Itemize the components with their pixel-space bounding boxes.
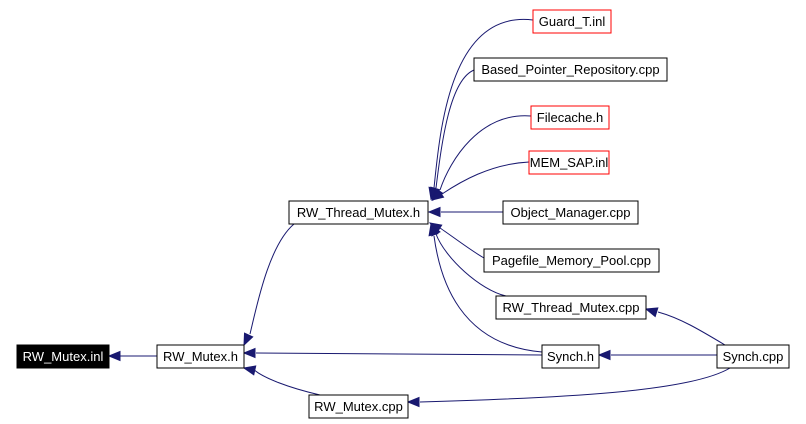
edge-object-manager-cpp-to-rw-thread-mutex-h — [427, 206, 503, 218]
edge-line — [439, 115, 532, 191]
edge-line — [255, 352, 543, 356]
node-box[interactable] — [541, 344, 600, 369]
node-rw-mutex-cpp[interactable]: RW_Mutex.cpp — [308, 394, 409, 419]
node-box[interactable] — [473, 57, 668, 82]
node-synch-h[interactable]: Synch.h — [541, 344, 600, 369]
edge-arrowhead — [428, 222, 439, 237]
edge-arrowhead — [242, 365, 257, 376]
node-label[interactable]: Based_Pointer_Repository.cpp — [481, 62, 659, 77]
node-label[interactable]: RW_Thread_Mutex.cpp — [502, 300, 639, 315]
node-box[interactable] — [156, 344, 245, 369]
edge-synch-cpp-to-synch-h — [597, 349, 717, 361]
node-label[interactable]: Object_Manager.cpp — [511, 205, 631, 220]
node-rw-thread-mutex-h[interactable]: RW_Thread_Mutex.h — [288, 200, 429, 225]
node-box[interactable] — [495, 295, 647, 320]
edge-rw-thread-mutex-h-to-rw-mutex-h — [243, 223, 295, 347]
edge-arrowhead — [597, 349, 611, 361]
edge-arrowhead — [427, 206, 441, 218]
edge-line — [441, 161, 530, 195]
edge-synch-h-to-rw-mutex-h — [242, 347, 543, 359]
edge-line — [435, 233, 507, 297]
node-label[interactable]: RW_Mutex.cpp — [314, 399, 403, 414]
graph-nodes: RW_Mutex.inl RW_Mutex.h RW_Thread_Mutex.hR… — [16, 9, 790, 419]
edge-arrowhead — [242, 347, 256, 359]
node-box[interactable] — [532, 9, 612, 34]
node-box[interactable] — [483, 248, 660, 273]
node-pagefile-memory-pool-cpp[interactable]: Pagefile_Memory_Pool.cpp — [483, 248, 660, 273]
node-box[interactable] — [502, 200, 639, 225]
edge-synch-h-to-rw-thread-mutex-h — [428, 222, 543, 353]
edge-synch-cpp-to-rw-thread-mutex-cpp — [644, 307, 726, 346]
node-rw-thread-mutex-cpp[interactable]: RW_Thread_Mutex.cpp — [495, 295, 647, 320]
edge-synch-cpp-to-rw-mutex-cpp — [406, 367, 731, 408]
edge-arrowhead — [430, 188, 445, 201]
edge-guard-t-inl-to-rw-thread-mutex-h — [428, 19, 534, 201]
node-box[interactable] — [530, 105, 610, 130]
node-guard-t-inl[interactable]: Guard_T.inl — [532, 9, 612, 34]
node-rw-mutex-inl[interactable]: RW_Mutex.inl — [16, 344, 110, 369]
edge-rw-mutex-cpp-to-rw-mutex-h — [242, 365, 321, 396]
node-box[interactable] — [528, 150, 610, 175]
edge-line — [657, 311, 726, 346]
graph-edges — [107, 19, 731, 408]
edge-line — [419, 367, 731, 403]
node-label[interactable]: Synch.h — [547, 349, 594, 364]
edge-line — [251, 367, 321, 396]
edge-filecache-h-to-rw-thread-mutex-h — [432, 115, 532, 202]
node-filecache-h[interactable]: Filecache.h — [530, 105, 610, 130]
edge-mem-sap-inl-to-rw-thread-mutex-h — [430, 161, 530, 201]
node-label[interactable]: Guard_T.inl — [539, 14, 606, 29]
node-synch-cpp[interactable]: Synch.cpp — [716, 344, 790, 369]
edge-arrowhead — [243, 332, 254, 347]
node-box[interactable] — [716, 344, 790, 369]
node-box[interactable] — [308, 394, 409, 419]
edge-pagefile-memory-pool-cpp-to-rw-thread-mutex-h — [428, 222, 485, 259]
node-box[interactable] — [16, 344, 110, 369]
edge-line — [433, 19, 534, 189]
node-object-manager-cpp[interactable]: Object_Manager.cpp — [502, 200, 639, 225]
edge-line — [435, 69, 475, 189]
edge-line — [433, 235, 543, 353]
node-mem-sap-inl[interactable]: MEM_SAP.inl — [528, 150, 610, 175]
node-label[interactable]: Filecache.h — [537, 110, 603, 125]
edge-arrowhead — [107, 350, 121, 362]
edge-line — [439, 227, 485, 259]
node-label[interactable]: Pagefile_Memory_Pool.cpp — [492, 253, 651, 268]
edge-arrowhead — [644, 307, 659, 318]
node-label[interactable]: RW_Mutex.h — [163, 349, 238, 364]
node-rw-mutex-h[interactable]: RW_Mutex.h — [156, 344, 245, 369]
edge-arrowhead — [406, 396, 420, 408]
node-box[interactable] — [288, 200, 429, 225]
node-label[interactable]: Synch.cpp — [723, 349, 784, 364]
edge-rw-mutex-h-to-rw-mutex-inl — [107, 350, 157, 362]
node-label[interactable]: RW_Mutex.inl — [23, 349, 104, 364]
node-label[interactable]: MEM_SAP.inl — [530, 155, 609, 170]
node-based-pointer-repository-cpp[interactable]: Based_Pointer_Repository.cpp — [473, 57, 668, 82]
node-label[interactable]: RW_Thread_Mutex.h — [297, 205, 420, 220]
edge-line — [249, 223, 295, 335]
